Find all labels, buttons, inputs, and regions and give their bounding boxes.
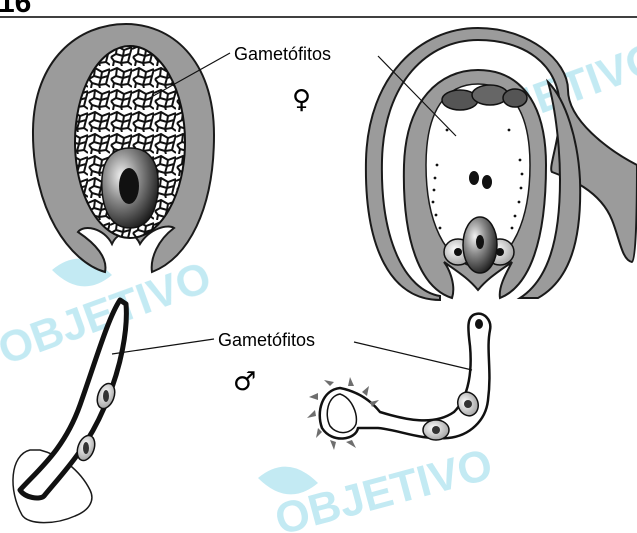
header: 16 [0,0,637,19]
antipodal-cell-2 [472,85,508,105]
male-leader-right [354,342,472,370]
sperm-nucleus-right-2 [432,426,440,434]
sperm-nucleus-left-1 [103,390,109,402]
female-gametophytes-label: Gametófitos [234,44,331,64]
polar-nucleus-2 [482,175,492,189]
sperm-nucleus-right-1 [464,400,472,408]
antipodal-cell-3 [503,89,527,107]
egg-cell-nucleus [476,235,484,249]
left-ovule [33,24,214,272]
male-label-group: Gametófitos ♂ [112,330,472,397]
male-leader-left [112,339,214,354]
synergid-left-nucleus [454,248,462,256]
male-symbol: ♂ [233,367,256,397]
megaspore-nucleus [119,168,139,204]
female-symbol: ♀ [292,85,311,115]
male-gametophytes-label: Gametófitos [218,330,315,350]
sperm-nucleus-left-2 [83,442,89,454]
right-pollen-tube [307,314,490,450]
polar-nucleus-1 [469,171,479,185]
tube-nucleus-right [475,319,483,329]
question-number: 16 [0,0,31,19]
